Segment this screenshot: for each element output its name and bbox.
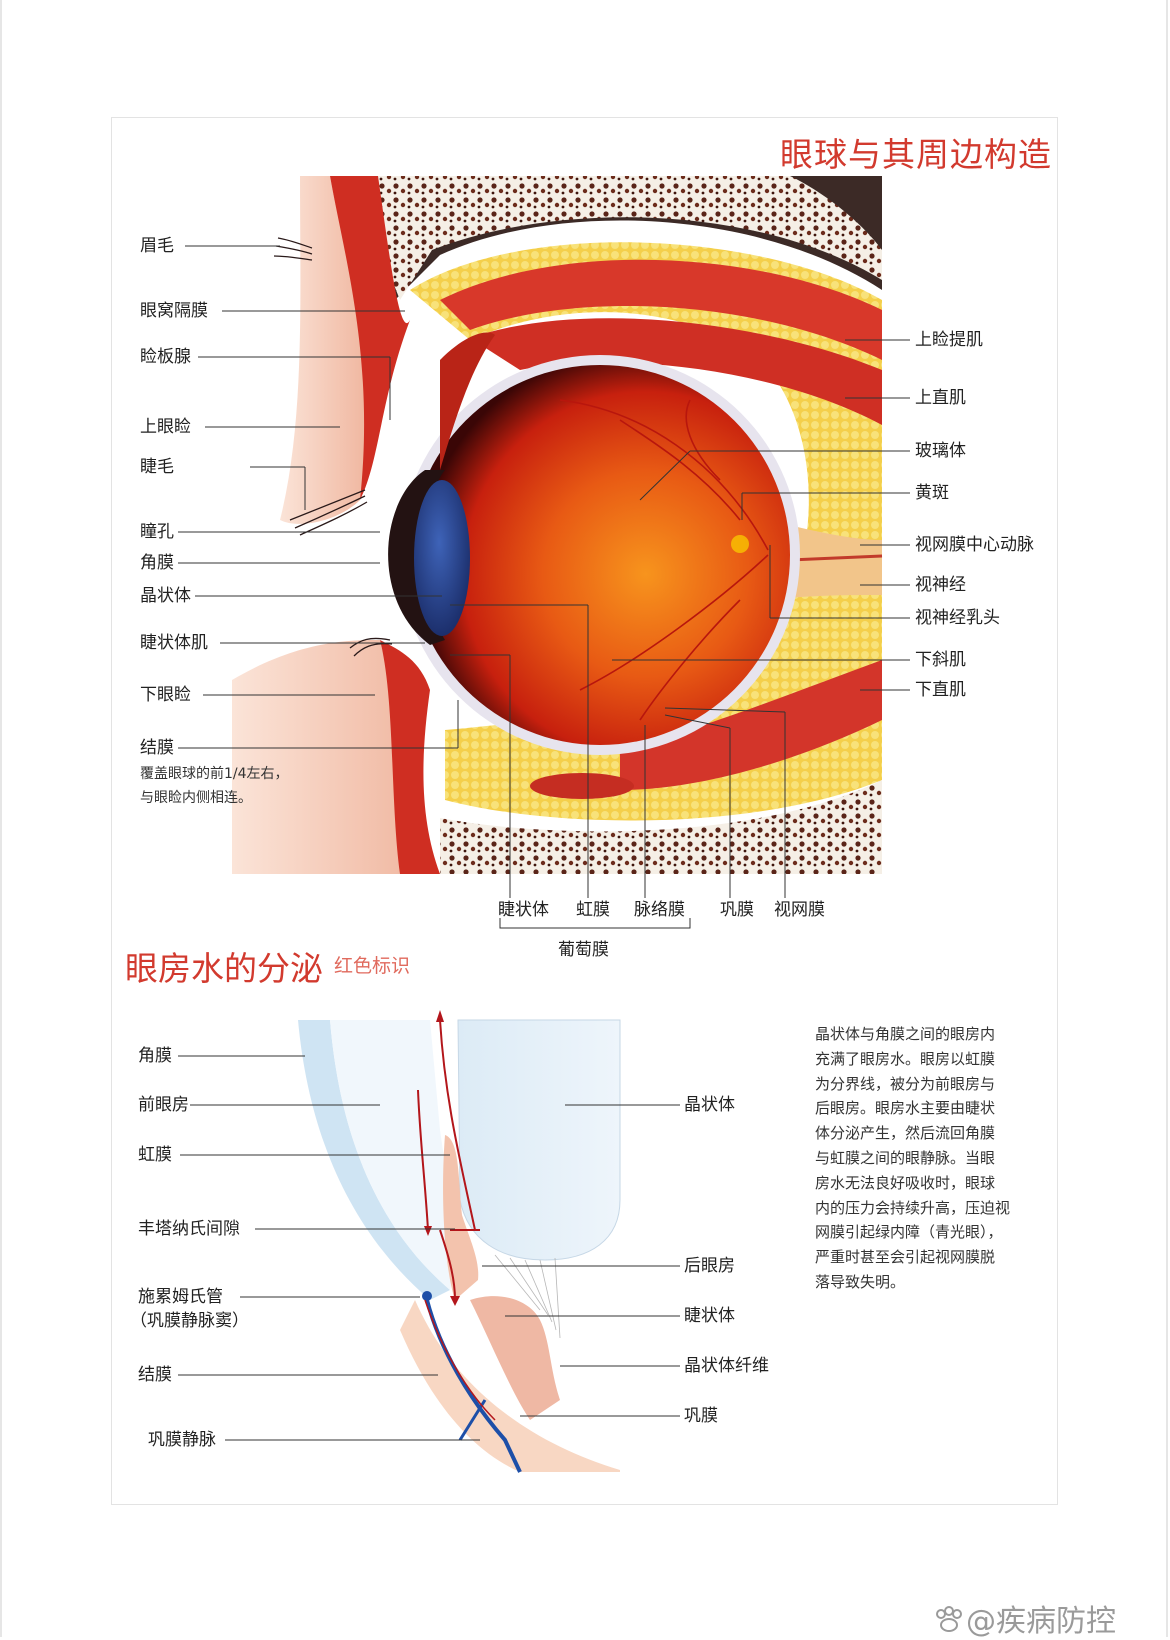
label-ciliary-muscle: 睫状体肌 — [140, 633, 208, 653]
conjunctiva-note-line-1: 覆盖眼球的前1/4左右， — [140, 766, 289, 782]
lower-eyelid-skin — [232, 640, 420, 874]
s2-label-anterior-chamber: 前眼房 — [138, 1095, 189, 1115]
label-orbital-septum: 眼窝隔膜 — [140, 301, 208, 321]
bottom-leader-lines — [450, 604, 786, 929]
label-central-retinal-artery: 视网膜中心动脉 — [915, 535, 1034, 555]
label-inferior-oblique: 下斜肌 — [915, 650, 966, 670]
zonular-fibers — [494, 1254, 561, 1339]
section1-title: 眼球与其周边构造 — [780, 135, 1052, 174]
description-line: 晶状体与角膜之间的眼房内 — [815, 1025, 996, 1043]
description-line: 网膜引起绿内障（青光眼）， — [815, 1223, 1003, 1242]
s2-label-scleral-venous-sinus: （巩膜静脉窦） — [130, 1311, 249, 1331]
s2-label-ciliary-body: 睫状体 — [684, 1306, 735, 1326]
label-conjunctiva: 结膜 — [140, 738, 174, 758]
levator-muscle — [440, 259, 882, 360]
description-line: 后眼房。眼房水主要由睫状 — [815, 1099, 996, 1118]
label-eyebrow: 眉毛 — [140, 236, 174, 256]
lower-orbital-bone — [440, 780, 882, 874]
left-leader-lines — [178, 245, 459, 749]
cornea-band — [298, 1020, 450, 1300]
scleral-vein-branch — [458, 1399, 487, 1441]
inferior-rectus-muscle — [620, 660, 882, 790]
orbital-fat — [410, 242, 882, 821]
watermark-text: @疾病防控 — [966, 1604, 1116, 1639]
s2-left-leader-lines — [178, 1055, 480, 1441]
orbicularis-lower — [380, 640, 440, 874]
label-inferior-rectus: 下直肌 — [915, 680, 966, 700]
aqueous-flow-arrows — [417, 1019, 480, 1301]
description-line: 体分泌产生，然后流回角膜 — [815, 1124, 996, 1143]
s2-label-iris: 虹膜 — [138, 1145, 172, 1165]
aqueous-outflow — [424, 1299, 496, 1421]
conjunctiva-note-line-2: 与眼睑内侧相连。 — [140, 790, 252, 806]
conjunctiva-note: 覆盖眼球的前1/4左右， 与眼睑内侧相连。 — [140, 762, 289, 810]
eyebrow-hairs — [273, 237, 313, 261]
scleral-vein — [425, 1299, 522, 1473]
page-edge-left — [0, 0, 2, 1637]
label-ciliary-body: 睫状体 — [498, 900, 549, 920]
label-meibomian-gland: 睑板腺 — [140, 347, 191, 367]
upper-orbital-bone — [378, 176, 882, 300]
label-sclera: 巩膜 — [720, 900, 754, 920]
s2-right-leader-lines — [482, 1104, 680, 1417]
label-upper-eyelid: 上眼睑 — [140, 417, 191, 437]
description-line: 严重时甚至会引起视网膜脱 — [815, 1248, 996, 1267]
description-line: 与虹膜之间的眼静脉。当眼 — [815, 1148, 996, 1167]
s2-label-posterior-chamber: 后眼房 — [684, 1256, 735, 1276]
label-lower-eyelid: 下眼睑 — [140, 685, 191, 705]
label-levator: 上睑提肌 — [915, 330, 983, 350]
label-retina: 视网膜 — [774, 900, 825, 920]
tarsal-muscle — [440, 332, 495, 470]
label-macula: 黄斑 — [915, 483, 949, 503]
sclera-2 — [400, 1300, 620, 1472]
s2-label-lens-fibers: 晶状体纤维 — [684, 1356, 769, 1376]
orbicularis-upper — [330, 176, 410, 500]
iris-2 — [443, 1135, 479, 1300]
lens-2 — [457, 1019, 621, 1261]
description-line: 充满了眼房水。眼房以虹膜 — [815, 1049, 996, 1068]
label-pupil: 瞳孔 — [140, 522, 174, 542]
s2-label-sclera: 巩膜 — [684, 1406, 718, 1426]
label-superior-rectus: 上直肌 — [915, 388, 966, 408]
macula-spot — [731, 535, 749, 553]
s2-label-fontana-space: 丰塔纳氏间隙 — [138, 1219, 240, 1239]
label-vitreous: 玻璃体 — [915, 441, 966, 461]
description-line: 内的压力会持续升高，压迫视 — [815, 1198, 1011, 1217]
description-line: 房水无法良好吸收时，眼球 — [815, 1173, 996, 1192]
paw-icon — [936, 1606, 962, 1632]
s2-label-lens: 晶状体 — [684, 1095, 735, 1115]
inferior-oblique-muscle — [530, 773, 634, 799]
s2-label-cornea: 角膜 — [138, 1046, 172, 1066]
upper-eyelid-skin — [280, 176, 367, 524]
schlemm-canal — [422, 1291, 432, 1301]
page-edge-right — [1166, 0, 1168, 1637]
s2-label-scleral-vein: 巩膜静脉 — [148, 1430, 216, 1450]
aqueous-description: 晶状体与角膜之间的眼房内 充满了眼房水。眼房以虹膜 为分界线，被分为前眼房与 后… — [815, 1022, 1045, 1295]
label-optic-disc: 视神经乳头 — [915, 608, 1000, 628]
section2-subtitle: 红色标识 — [334, 955, 411, 977]
label-choroid: 脉络膜 — [634, 900, 685, 920]
s2-label-schlemm-canal: 施累姆氏管 — [138, 1287, 223, 1307]
label-cornea: 角膜 — [140, 553, 174, 573]
label-uvea: 葡萄膜 — [558, 940, 609, 960]
superior-rectus-muscle — [470, 318, 882, 425]
label-optic-nerve: 视神经 — [915, 575, 966, 595]
right-leader-lines — [612, 339, 910, 691]
label-eyelashes: 睫毛 — [140, 457, 174, 477]
s2-label-conjunctiva: 结膜 — [138, 1365, 172, 1385]
label-iris: 虹膜 — [576, 900, 610, 920]
label-lens: 晶状体 — [140, 586, 191, 606]
eyelashes — [289, 489, 393, 657]
description-line: 为分界线，被分为前眼房与 — [815, 1074, 996, 1093]
ciliary-body-2 — [470, 1296, 560, 1420]
lens — [414, 480, 470, 636]
section2-title: 眼房水的分泌 — [125, 949, 323, 988]
description-line: 落导致失明。 — [815, 1272, 906, 1291]
central-retinal-artery — [789, 554, 883, 562]
retinal-vessels — [559, 399, 769, 721]
